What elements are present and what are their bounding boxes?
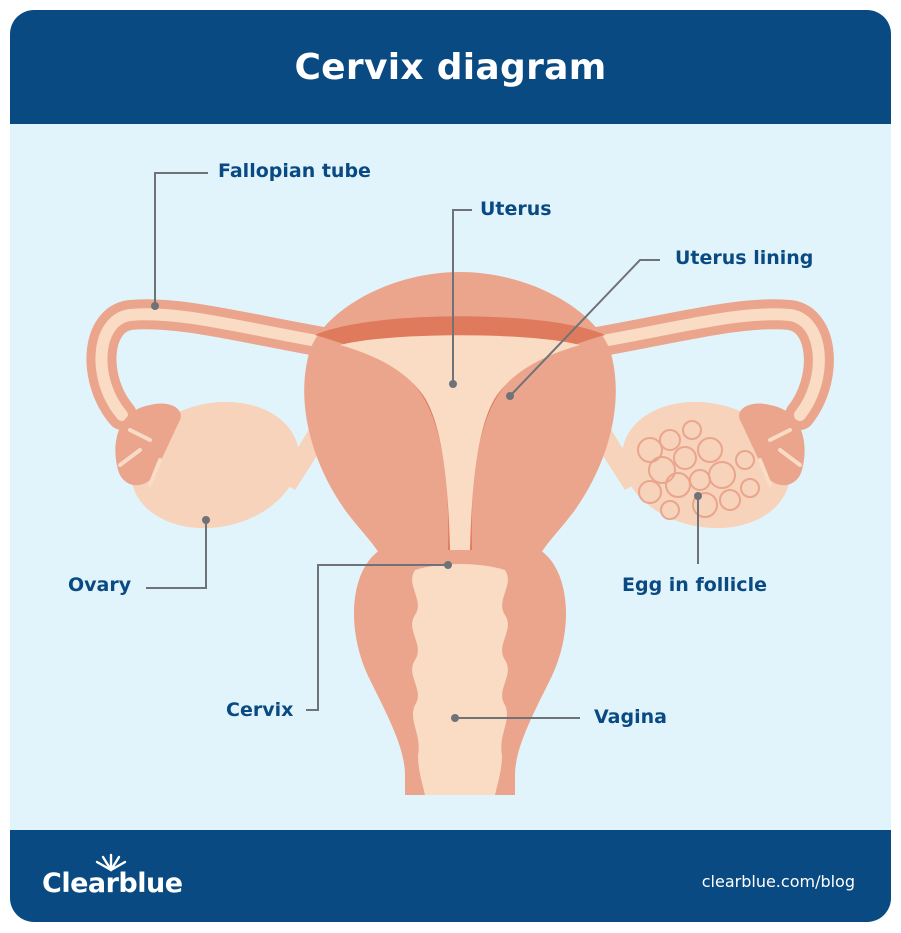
leader-dots [151, 302, 702, 722]
infographic-card: Cervix diagram [10, 10, 891, 922]
label-uterus: Uterus [480, 198, 552, 220]
left-fallopian-tube [86, 299, 355, 430]
header-banner: Cervix diagram [10, 10, 891, 124]
label-fallopian-tube: Fallopian tube [218, 160, 371, 182]
right-fimbriae [739, 403, 805, 486]
left-fimbriae [115, 403, 181, 486]
label-vagina: Vagina [594, 706, 667, 728]
anatomy-illustration [86, 172, 834, 795]
fallopian-tube-leader [154, 172, 208, 306]
vaginal-canal [412, 564, 508, 795]
fallopian-tube-dot [151, 302, 159, 310]
vagina-dot [451, 714, 459, 722]
right-fallopian-tube [565, 299, 834, 430]
label-egg-in-follicle: Egg in follicle [622, 574, 767, 596]
uterus-lining-leader [509, 259, 660, 397]
page-title: Cervix diagram [294, 46, 607, 88]
label-cervix: Cervix [226, 699, 294, 721]
ovary-leader [146, 520, 207, 589]
label-ovary: Ovary [68, 574, 132, 596]
footer-banner: Clearblue clearblue.com/blog [10, 830, 891, 922]
follicle-cluster [637, 420, 760, 520]
label-uterus-lining: Uterus lining [675, 247, 814, 269]
brand-sunburst-icon [95, 853, 127, 872]
leader-lines [146, 172, 699, 719]
cervix-dot [444, 561, 452, 569]
uterus-leader [452, 209, 472, 384]
uterine-cavity [340, 335, 580, 550]
egg-dot [694, 492, 702, 500]
footer-url[interactable]: clearblue.com/blog [701, 872, 855, 891]
ovary-dot [202, 516, 210, 524]
brand-logo: Clearblue [42, 868, 183, 899]
uterus-lining-dot [506, 392, 514, 400]
cervix-leader [306, 564, 448, 711]
uterus-dot [449, 380, 457, 388]
